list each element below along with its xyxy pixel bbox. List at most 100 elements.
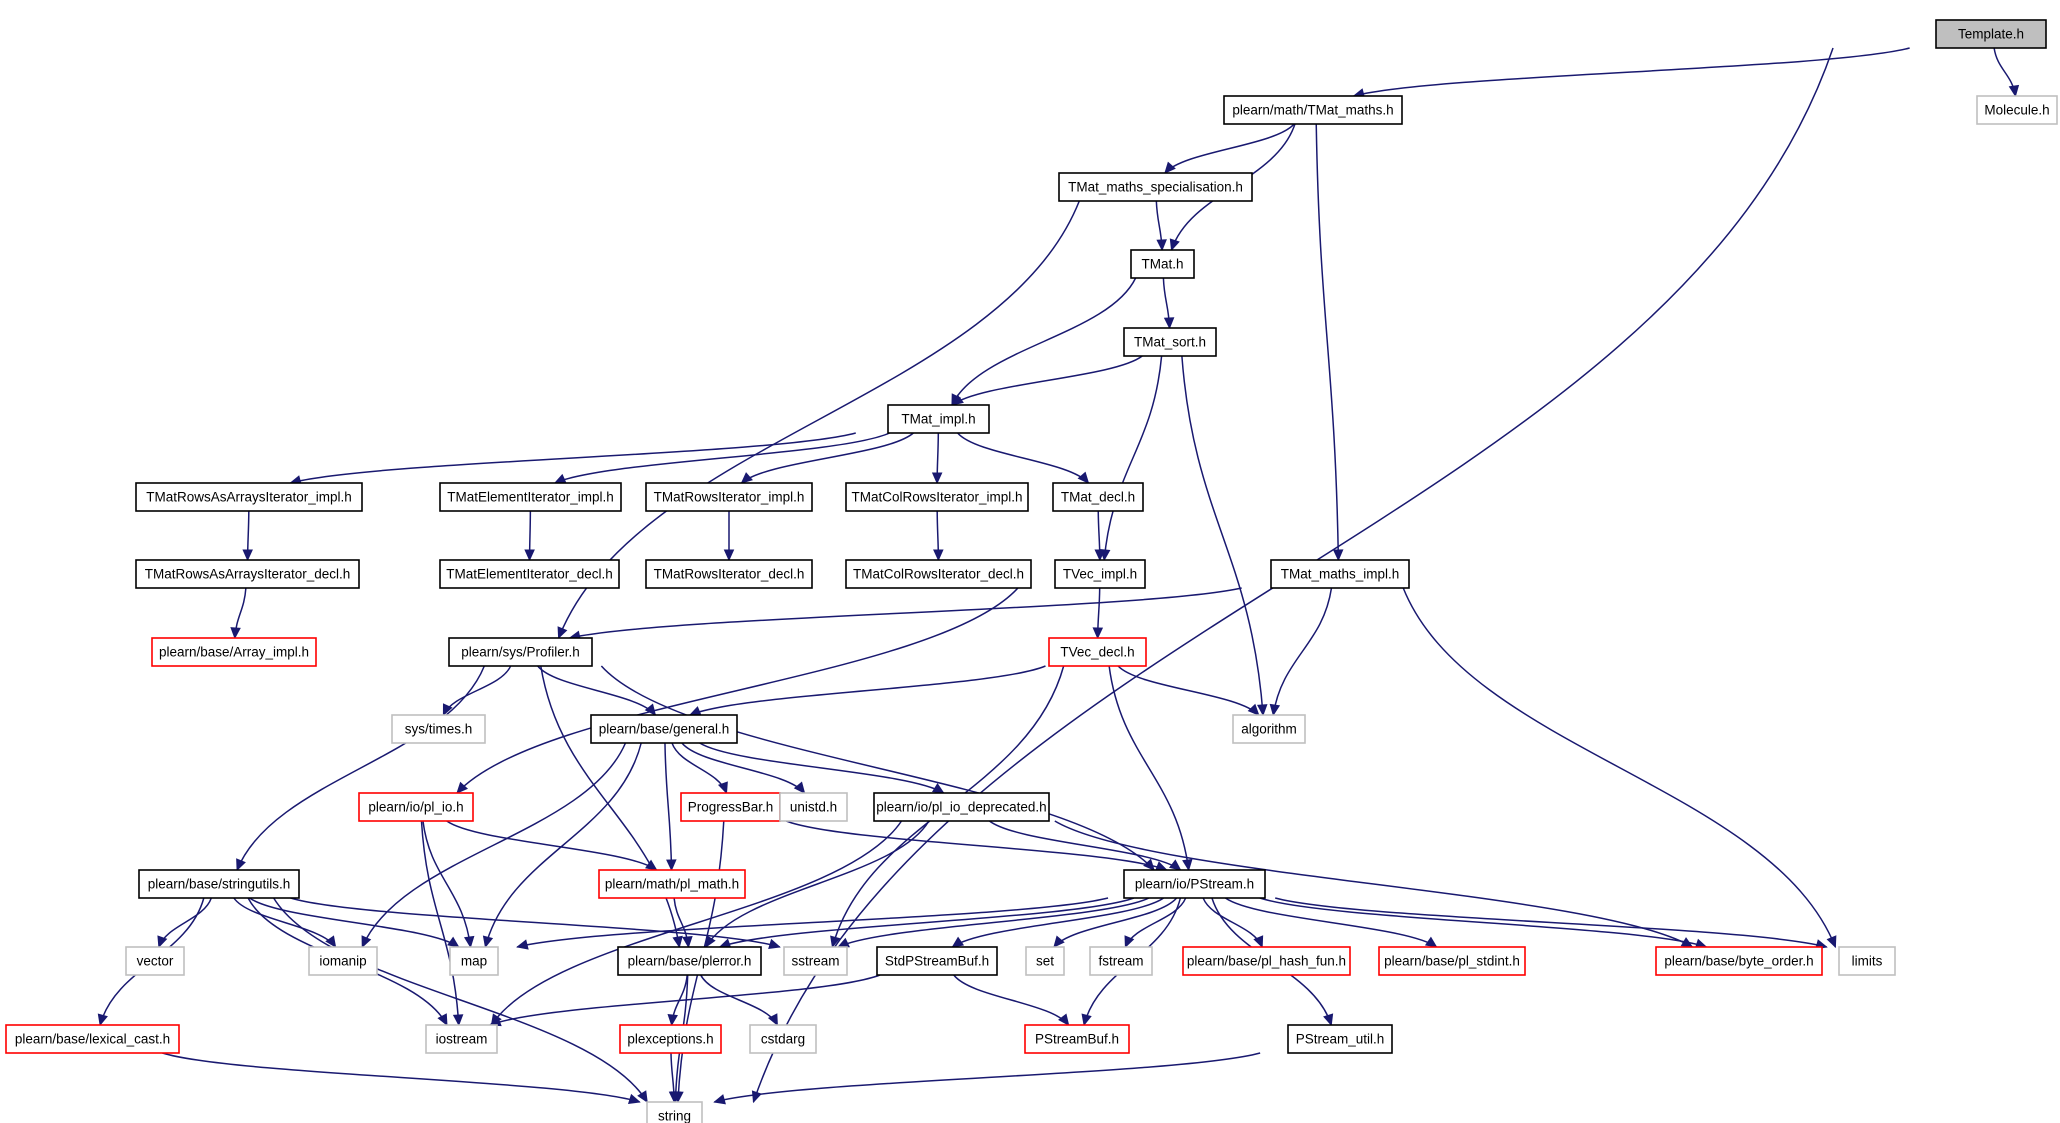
node-box bbox=[391, 714, 486, 744]
edge-line bbox=[290, 897, 780, 948]
edge-line bbox=[681, 742, 806, 794]
node-box bbox=[439, 559, 620, 589]
node-rows_arrays_decl[interactable]: TMatRowsAsArraysIterator_decl.h bbox=[135, 559, 360, 589]
node-label: plearn/base/lexical_cast.h bbox=[15, 1032, 170, 1047]
node-tmat[interactable]: TMat.h bbox=[1130, 249, 1195, 279]
node-pl_hash_fun[interactable]: plearn/base/pl_hash_fun.h bbox=[1182, 946, 1351, 976]
node-pl_math[interactable]: plearn/math/pl_math.h bbox=[598, 869, 746, 899]
node-box bbox=[645, 482, 813, 512]
node-pstreambuf[interactable]: PStreamBuf.h bbox=[1024, 1024, 1130, 1054]
edge-pstream-to-limits bbox=[1275, 897, 1828, 950]
node-pl_io[interactable]: plearn/io/pl_io.h bbox=[358, 792, 474, 822]
edge-arrowhead bbox=[627, 1093, 641, 1104]
edge-arrowhead bbox=[705, 935, 716, 949]
node-colrows_decl[interactable]: TMatColRowsIterator_decl.h bbox=[845, 559, 1032, 589]
node-label: fstream bbox=[1098, 954, 1143, 969]
node-array_impl[interactable]: plearn/base/Array_impl.h bbox=[151, 637, 317, 667]
node-tmat_sort[interactable]: TMat_sort.h bbox=[1123, 327, 1217, 357]
edge-pstream-to-map bbox=[516, 897, 1109, 950]
node-pstream[interactable]: plearn/io/PStream.h bbox=[1123, 869, 1266, 899]
edge-arrowhead bbox=[1826, 935, 1837, 949]
edge-tmat_sort-to-algorithm bbox=[1181, 355, 1268, 717]
edge-pstream_util-to-string bbox=[713, 1052, 1261, 1105]
node-tvec_decl[interactable]: TVec_decl.h bbox=[1048, 637, 1147, 667]
node-tvec_impl[interactable]: TVec_impl.h bbox=[1054, 559, 1146, 589]
node-label: TMatColRowsIterator_impl.h bbox=[851, 490, 1022, 505]
edge-line bbox=[490, 820, 903, 1026]
node-box bbox=[358, 792, 474, 822]
node-box bbox=[876, 946, 998, 976]
node-byte_order[interactable]: plearn/base/byte_order.h bbox=[1655, 946, 1823, 976]
node-label: unistd.h bbox=[790, 800, 837, 815]
edge-element_impl-to-element_decl bbox=[524, 510, 535, 562]
edge-pstream-to-pl_hash_fun bbox=[1202, 897, 1264, 949]
edge-line bbox=[484, 742, 642, 948]
edge-arrowhead bbox=[666, 859, 677, 872]
edge-arrowhead bbox=[931, 472, 943, 485]
edge-line bbox=[741, 432, 914, 484]
node-general[interactable]: plearn/base/general.h bbox=[590, 714, 738, 744]
edge-line bbox=[664, 742, 673, 871]
node-template[interactable]: Template.h bbox=[1935, 19, 2047, 49]
node-box bbox=[1378, 946, 1526, 976]
node-lexical_cast[interactable]: plearn/base/lexical_cast.h bbox=[5, 1024, 180, 1054]
edge-template-to-tmat_maths bbox=[1352, 47, 1910, 99]
node-label: TMatColRowsIterator_decl.h bbox=[853, 567, 1024, 582]
node-label: TMat_maths_specialisation.h bbox=[1068, 180, 1243, 195]
node-label: Molecule.h bbox=[1984, 103, 2049, 118]
node-tmat_decl[interactable]: TMat_decl.h bbox=[1052, 482, 1144, 512]
node-box bbox=[887, 404, 990, 434]
node-unistd: unistd.h bbox=[779, 792, 848, 822]
edge-arrowhead bbox=[1253, 935, 1264, 949]
node-tmat_impl[interactable]: TMat_impl.h bbox=[887, 404, 990, 434]
node-rows_impl[interactable]: TMatRowsIterator_impl.h bbox=[645, 482, 813, 512]
node-label: sstream bbox=[791, 954, 839, 969]
node-tmat_maths_spec[interactable]: TMat_maths_specialisation.h bbox=[1058, 172, 1253, 202]
edge-tmat_decl-to-tvec_impl bbox=[1094, 510, 1106, 562]
node-colrows_impl[interactable]: TMatColRowsIterator_impl.h bbox=[845, 482, 1029, 512]
node-box bbox=[845, 482, 1029, 512]
nodes-layer: Template.h plearn/math/TMat_maths.h Molecu… bbox=[5, 19, 2058, 1123]
node-tmat_maths_impl[interactable]: TMat_maths_impl.h bbox=[1270, 559, 1410, 589]
node-box bbox=[680, 792, 781, 822]
node-box bbox=[1024, 1024, 1130, 1054]
edge-arrowhead bbox=[740, 472, 753, 484]
node-rows_arrays_impl[interactable]: TMatRowsAsArraysIterator_impl.h bbox=[135, 482, 363, 512]
node-box bbox=[779, 792, 848, 822]
node-box bbox=[1123, 869, 1266, 899]
node-stringutils[interactable]: plearn/base/stringutils.h bbox=[138, 869, 300, 899]
node-label: PStream_util.h bbox=[1296, 1032, 1385, 1047]
node-progressbar[interactable]: ProgressBar.h bbox=[680, 792, 781, 822]
node-fstream: fstream bbox=[1089, 946, 1153, 976]
edge-tmat_maths_spec-to-tmat bbox=[1155, 200, 1167, 252]
node-label: TMat_impl.h bbox=[901, 412, 975, 427]
node-tmat_maths[interactable]: plearn/math/TMat_maths.h bbox=[1223, 95, 1403, 125]
node-label: TMatElementIterator_impl.h bbox=[447, 490, 614, 505]
edge-line bbox=[1108, 665, 1190, 871]
node-label: TMat.h bbox=[1141, 257, 1183, 272]
edge-general-to-pl_io_dep bbox=[699, 742, 945, 794]
node-vector: vector bbox=[125, 946, 185, 976]
edge-line bbox=[1053, 897, 1178, 948]
node-label: TMatElementIterator_decl.h bbox=[446, 567, 613, 582]
node-pl_io_dep[interactable]: plearn/io/pl_io_deprecated.h bbox=[873, 792, 1050, 822]
node-box bbox=[439, 482, 622, 512]
edge-arrowhead bbox=[1257, 704, 1268, 717]
node-pstream_util[interactable]: PStream_util.h bbox=[1287, 1024, 1393, 1054]
node-rows_decl[interactable]: TMatRowsIterator_decl.h bbox=[645, 559, 813, 589]
node-stdpstreambuf[interactable]: StdPStreamBuf.h bbox=[876, 946, 998, 976]
node-pl_stdint[interactable]: plearn/base/pl_stdint.h bbox=[1378, 946, 1526, 976]
node-plerror[interactable]: plearn/base/plerror.h bbox=[617, 946, 762, 976]
node-plexceptions[interactable]: plexceptions.h bbox=[619, 1024, 722, 1054]
node-sstream: sstream bbox=[783, 946, 848, 976]
edge-arrowhead bbox=[516, 939, 529, 950]
node-element_impl[interactable]: TMatElementIterator_impl.h bbox=[439, 482, 622, 512]
node-profiler[interactable]: plearn/sys/Profiler.h bbox=[448, 637, 593, 667]
edge-plexceptions-to-string bbox=[668, 1052, 680, 1104]
node-element_decl[interactable]: TMatElementIterator_decl.h bbox=[439, 559, 620, 589]
node-box bbox=[151, 637, 317, 667]
node-label: plearn/io/pl_io_deprecated.h bbox=[876, 800, 1046, 815]
node-box bbox=[645, 559, 813, 589]
node-label: limits bbox=[1852, 954, 1883, 969]
edge-tmat-to-tmat_impl bbox=[951, 277, 1137, 407]
